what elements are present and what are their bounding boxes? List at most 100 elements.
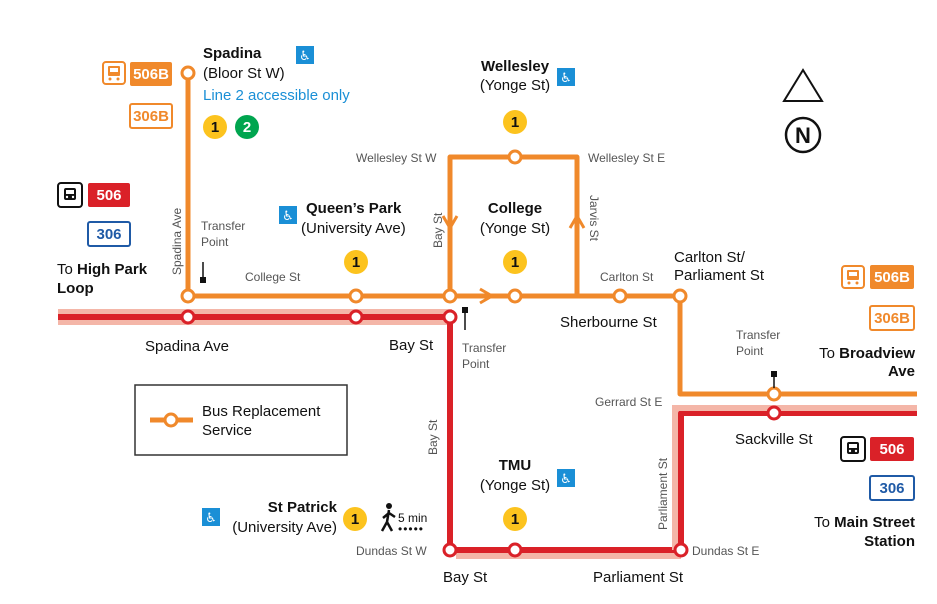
route-306b-badge[interactable]	[129, 103, 173, 129]
stop-carlton[interactable]	[612, 288, 628, 304]
route-506b-badge[interactable]	[130, 62, 172, 86]
station-sub: (Yonge St)	[480, 77, 550, 94]
svg-text:♿: ♿	[560, 472, 572, 487]
station-name: Spadina	[203, 45, 262, 62]
line-1-badge	[203, 115, 227, 139]
station-wellesley[interactable]: Wellesley (Yonge St) ♿ 1	[480, 58, 575, 134]
route-306-badge[interactable]	[87, 221, 131, 247]
svg-text:1: 1	[211, 119, 219, 136]
stop-university[interactable]	[348, 309, 364, 325]
stop-wellesley[interactable]	[507, 149, 523, 165]
station-name: Wellesley	[481, 58, 550, 75]
stop-bay-st[interactable]	[442, 309, 458, 325]
street-gerrard-e: Gerrard St E	[595, 395, 662, 409]
label-spadina-ave: Spadina Ave	[145, 338, 229, 355]
accessible-icon: ♿	[202, 508, 220, 526]
stop-spadina-bloor[interactable]	[180, 65, 196, 81]
north-compass: N	[782, 68, 824, 154]
street-dundas-w: Dundas St W	[356, 544, 427, 558]
svg-text:1: 1	[511, 511, 519, 528]
line-1-badge	[503, 250, 527, 274]
street-jarvis-st: Jarvis St	[587, 195, 601, 242]
stop-bay-dundas[interactable]	[442, 542, 458, 558]
svg-text:306: 306	[96, 226, 121, 243]
street-dundas-e: Dundas St E	[692, 544, 759, 558]
compass-circle-icon	[784, 116, 822, 154]
transfer-marker-bay	[462, 307, 468, 313]
accessible-icon: ♿	[279, 206, 297, 224]
svg-text:506: 506	[879, 441, 904, 458]
transfer-marker-west	[200, 277, 206, 283]
stop-sackville[interactable]	[766, 405, 782, 421]
dest-main-street: To Main Street	[814, 514, 915, 531]
line-1-badge	[503, 110, 527, 134]
stop-transfer-east[interactable]	[766, 386, 782, 402]
transfer-marker-east	[771, 371, 777, 377]
label-sackville-st: Sackville St	[735, 431, 813, 448]
stop-queens-park[interactable]	[348, 288, 364, 304]
station-name: TMU	[499, 457, 532, 474]
svg-text:306B: 306B	[874, 310, 910, 327]
route-306-badge[interactable]	[869, 475, 915, 501]
legend-label-1: Bus Replacement	[202, 403, 321, 420]
street-wellesley-e: Wellesley St E	[588, 151, 665, 165]
walk-dots: •••••	[398, 522, 424, 536]
label-carlton-parliament-2: Parliament St	[674, 267, 765, 284]
label-sherbourne-st: Sherbourne St	[560, 314, 658, 331]
station-st-patrick[interactable]: ♿ St Patrick (University Ave) 1 5 min ••…	[202, 499, 427, 536]
label-parliament-st-bottom: Parliament St	[593, 569, 684, 586]
station-sub: (University Ave)	[232, 519, 337, 536]
svg-text:506: 506	[96, 187, 121, 204]
dest-high-park: To High Park	[57, 261, 148, 278]
street-wellesley-w: Wellesley St W	[356, 151, 437, 165]
arrow-up-icon	[568, 213, 586, 229]
route-506-badge[interactable]	[88, 183, 130, 207]
transfer-label-bay-1: Transfer	[462, 341, 506, 355]
station-name: Queen’s Park	[306, 200, 402, 217]
transfer-label-bay-2: Point	[462, 357, 490, 371]
station-sub: (University Ave)	[301, 220, 406, 237]
stop-spadina-college[interactable]	[180, 288, 196, 304]
streetcar-stops	[180, 309, 782, 558]
stop-spadina-ave[interactable]	[180, 309, 196, 325]
station-college[interactable]: College (Yonge St) 1	[480, 200, 550, 274]
svg-text:2: 2	[243, 119, 251, 136]
street-college-st: College St	[245, 270, 301, 284]
line-1-badge	[343, 507, 367, 531]
route-506-badge[interactable]	[870, 437, 914, 461]
dest-main-street-line2: Station	[864, 533, 915, 550]
station-queens-park[interactable]: ♿ Queen’s Park (University Ave) 1	[279, 200, 406, 274]
accessible-icon: ♿	[296, 46, 314, 64]
line-1-badge	[503, 507, 527, 531]
route-badge-group-west: 506 306	[57, 182, 131, 247]
svg-text:1: 1	[351, 511, 359, 528]
svg-text:♿: ♿	[560, 71, 572, 86]
svg-text:306: 306	[879, 480, 904, 497]
dest-broadview-line2: Ave	[888, 363, 915, 380]
station-sub: (Yonge St)	[480, 477, 550, 494]
station-tmu[interactable]: TMU (Yonge St) ♿ 1	[480, 457, 575, 531]
station-name: College	[488, 200, 542, 217]
walking-icon	[380, 503, 396, 532]
stop-tmu[interactable]	[507, 542, 523, 558]
station-sub: (Yonge St)	[480, 220, 550, 237]
line-1-badge	[344, 250, 368, 274]
street-bay-st-vertical-2: Bay St	[426, 419, 440, 455]
transfer-label-west-2: Point	[201, 235, 229, 249]
stop-college[interactable]	[507, 288, 523, 304]
route-306b-badge[interactable]	[869, 305, 915, 331]
stop-carlton-parliament[interactable]	[672, 288, 688, 304]
route-badge-group-northwest: 506B 306B	[102, 61, 173, 129]
streetcar-route	[58, 309, 917, 559]
svg-text:306B: 306B	[133, 108, 169, 125]
route-506b-badge[interactable]	[870, 265, 914, 289]
transfer-label-east-2: Point	[736, 344, 764, 358]
stop-bay-college[interactable]	[442, 288, 458, 304]
station-spadina[interactable]: Spadina (Bloor St W) Line 2 accessible o…	[203, 45, 350, 139]
walk-time: 5 min	[398, 511, 427, 525]
arrow-right-icon	[479, 287, 495, 305]
dest-broadview: To Broadview	[819, 345, 915, 362]
station-note: Line 2 accessible only	[203, 87, 350, 104]
stop-parliament-dundas[interactable]	[673, 542, 689, 558]
street-carlton-st: Carlton St	[600, 270, 654, 284]
